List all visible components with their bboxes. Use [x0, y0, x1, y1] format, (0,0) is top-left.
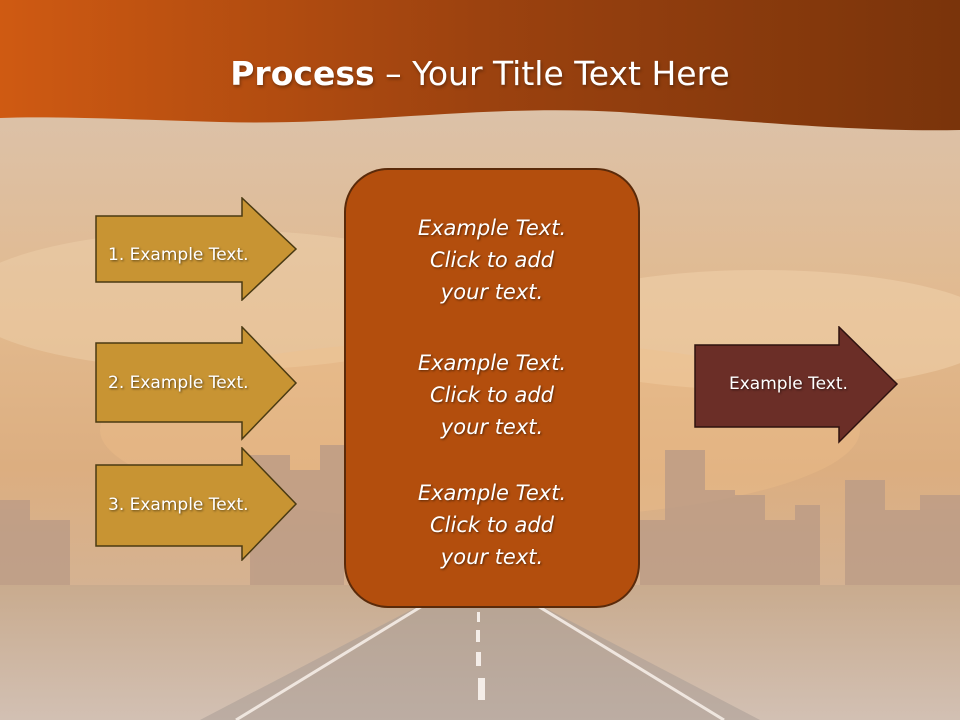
- text-line: your text.: [440, 415, 544, 439]
- road-edge-left: [235, 598, 433, 720]
- step-arrow-2: 2. Example Text.: [95, 326, 298, 441]
- arrow-shape: [95, 326, 298, 441]
- text-block-1: Example Text. Click to add your text.: [346, 212, 638, 308]
- text-line: your text.: [440, 545, 544, 569]
- city-skyline: [0, 445, 960, 590]
- arrow-shape: [95, 197, 298, 301]
- arrow-shape: [95, 447, 298, 561]
- result-arrow-label: Example Text.: [729, 374, 848, 394]
- text-block-2: Example Text. Click to add your text.: [346, 347, 638, 443]
- text-block-3: Example Text. Click to add your text.: [346, 477, 638, 573]
- step-arrow-3: 3. Example Text.: [95, 447, 298, 561]
- text-line: Example Text.: [417, 216, 567, 240]
- road-center-line: [476, 612, 485, 700]
- text-line: Example Text.: [417, 481, 567, 505]
- title-rest: – Your Title Text Here: [374, 54, 730, 93]
- text-line: Click to add: [429, 248, 554, 272]
- slide-title: Process – Your Title Text Here: [0, 52, 960, 96]
- text-line: your text.: [440, 280, 544, 304]
- text-line: Example Text.: [417, 351, 567, 375]
- step-arrow-1-label: 1. Example Text.: [108, 245, 249, 265]
- title-bold: Process: [230, 54, 375, 93]
- result-arrow: Example Text.: [694, 326, 899, 444]
- step-arrow-2-label: 2. Example Text.: [108, 373, 249, 393]
- text-line: Click to add: [429, 383, 554, 407]
- text-line: Click to add: [429, 513, 554, 537]
- road-edge-right: [527, 598, 725, 720]
- center-text-box: Example Text. Click to add your text. Ex…: [344, 168, 640, 608]
- step-arrow-3-label: 3. Example Text.: [108, 495, 249, 515]
- step-arrow-1: 1. Example Text.: [95, 197, 298, 301]
- header-band: [0, 0, 960, 131]
- arrow-shape: [694, 326, 899, 444]
